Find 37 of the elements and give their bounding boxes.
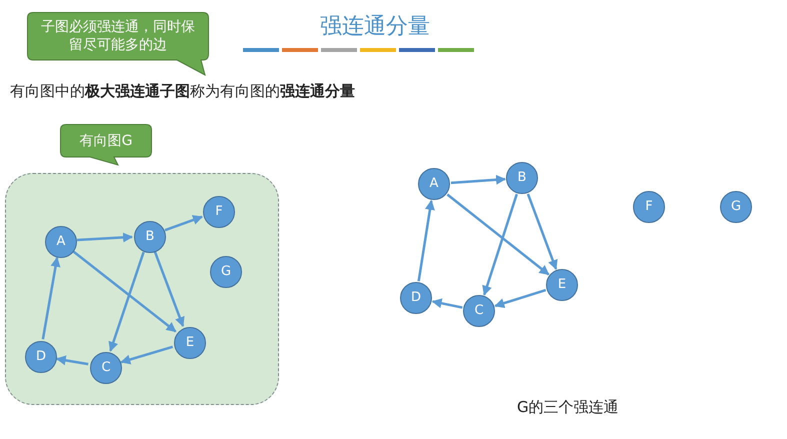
node-label: F bbox=[215, 203, 223, 222]
arrow bbox=[76, 232, 134, 242]
node-label: G bbox=[220, 263, 232, 282]
arrow bbox=[108, 252, 145, 352]
arrow bbox=[432, 298, 463, 309]
arrow bbox=[56, 355, 88, 366]
arrow bbox=[72, 250, 176, 332]
node-label: A bbox=[430, 175, 438, 194]
node-label: C bbox=[474, 302, 484, 320]
definition-sentence: 有向图中的极大强连通子图称为有向图的强连通分量 bbox=[10, 81, 355, 102]
node-label: B bbox=[518, 169, 526, 188]
arrow bbox=[526, 193, 558, 270]
page-title: 强连通分量 bbox=[319, 13, 431, 41]
arrow bbox=[450, 174, 506, 185]
note-text: G的三个强连通 bbox=[517, 397, 619, 418]
node-label: F bbox=[645, 198, 653, 216]
speech-callout bbox=[27, 12, 209, 76]
node-label: A bbox=[56, 233, 66, 252]
arrow bbox=[120, 346, 174, 364]
node-label: D bbox=[410, 289, 421, 308]
node-label: E bbox=[558, 276, 566, 294]
arrow bbox=[154, 251, 184, 328]
arrow bbox=[482, 194, 518, 296]
arrow bbox=[164, 215, 203, 232]
node-label: B bbox=[146, 228, 154, 246]
arrow bbox=[446, 194, 550, 276]
node-label: 子图必须强连通，同时保留尽可能多的边 bbox=[40, 18, 196, 54]
arrow bbox=[42, 256, 60, 340]
node-label: C bbox=[101, 359, 111, 378]
arrow bbox=[417, 200, 435, 282]
arrow bbox=[494, 288, 546, 308]
node-label: 有向图G bbox=[80, 132, 132, 150]
graph-panel bbox=[5, 173, 279, 405]
node-label: G bbox=[730, 198, 742, 216]
node-label: E bbox=[186, 334, 194, 352]
node-label: D bbox=[36, 348, 46, 366]
speech-callout bbox=[60, 124, 152, 166]
